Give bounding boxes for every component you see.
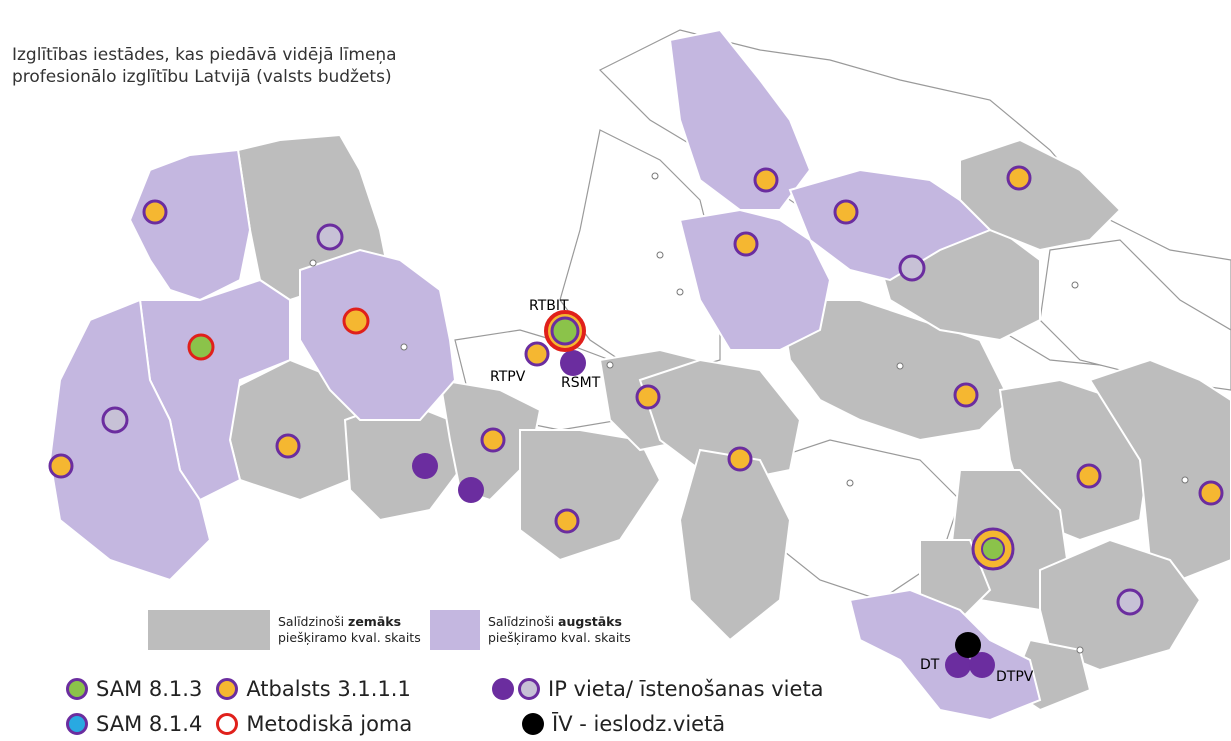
- atbalsts-marker: [953, 382, 979, 408]
- atbalsts-metod-marker: [342, 307, 370, 335]
- legend-low-pre: Salīdzinoši: [278, 614, 349, 629]
- ip-dark-marker: [458, 477, 484, 503]
- legend-row-1: SAM 8.1.3 Atbalsts 3.1.1.1: [66, 677, 411, 701]
- metod-legend-icon: [216, 713, 239, 735]
- legend-low-text: Salīdzinoši zemāks piešķiramo kval. skai…: [278, 614, 421, 646]
- legend-atbalsts-label: Atbalsts 3.1.1.1: [246, 677, 411, 701]
- ip-light-marker: [1116, 588, 1144, 616]
- legend-high-shade: Salīdzinoši augstāks piešķiramo kval. sk…: [430, 610, 631, 650]
- legend-row-1b: IP vieta/ īstenošanas vieta: [492, 677, 824, 701]
- title-line-2: profesionālo izglītību Latvijā (valsts b…: [12, 67, 392, 87]
- atbalsts-marker: [635, 384, 661, 410]
- atbalsts-marker: [833, 199, 859, 225]
- legend-high-bold: augstāks: [558, 614, 622, 629]
- atbalsts-marker: [142, 199, 168, 225]
- label-dt: DT: [920, 657, 940, 673]
- sam813-markers: [187, 307, 1015, 571]
- ip-light-marker: [898, 254, 926, 282]
- legend-high-pre: Salīdzinoši: [488, 614, 559, 629]
- label-rtbit: RTBIT: [529, 298, 569, 314]
- iv-marker: [955, 632, 981, 658]
- atbalsts-marker: [1006, 165, 1032, 191]
- atbalsts-marker: [1076, 463, 1102, 489]
- ip-light-marker: [101, 406, 129, 434]
- place-dots: [309, 172, 1189, 654]
- atbalsts-marker: [554, 508, 580, 534]
- label-dtpv: DTPV: [996, 669, 1034, 685]
- atbalsts-legend-icon: [216, 678, 239, 700]
- ip-dark-marker: [412, 453, 438, 479]
- legend-row-2b: ĪV - ieslodz.vietā: [522, 712, 725, 736]
- atbalsts-marker: [524, 341, 550, 367]
- atbalsts-marker: [48, 453, 74, 479]
- sam813-metod-marker: [187, 333, 215, 361]
- atbalsts-marker: [275, 433, 301, 459]
- label-rsmt: RSMT: [561, 375, 601, 391]
- atbalsts-markers: [48, 165, 1224, 534]
- ip-dark-marker: [560, 350, 586, 376]
- atbalsts-marker: [1198, 480, 1224, 506]
- legend-iv-label: ĪV - ieslodz.vietā: [552, 712, 726, 736]
- ip-dark-markers: [412, 350, 995, 678]
- legend-row-2: SAM 8.1.4 Metodiskā joma: [66, 712, 412, 736]
- map-title: Izglītības iestādes, kas piedāvā vidējā …: [12, 44, 532, 88]
- sam813-legend-icon: [66, 678, 88, 700]
- legend-low-bold: zemāks: [348, 614, 402, 629]
- legend-low-shade: Salīdzinoši zemāks piešķiramo kval. skai…: [148, 610, 421, 650]
- ip-dark-legend-icon: [492, 678, 514, 700]
- legend-high-swatch: [430, 610, 480, 650]
- legend-metod-label: Metodiskā joma: [246, 712, 413, 736]
- legend-high-text: Salīdzinoši augstāks piešķiramo kval. sk…: [488, 614, 631, 646]
- iv-legend-icon: [522, 713, 544, 735]
- atbalsts-marker: [727, 446, 753, 472]
- ip-dark-marker: [945, 652, 971, 678]
- title-line-1: Izglītības iestādes, kas piedāvā vidējā …: [12, 45, 397, 65]
- legend-sam814-label: SAM 8.1.4: [96, 712, 203, 736]
- atbalsts-marker: [733, 231, 759, 257]
- legend-ip-label: IP vieta/ īstenošanas vieta: [548, 677, 824, 701]
- ip-light-legend-icon: [518, 678, 540, 700]
- ip-dark-marker: [969, 652, 995, 678]
- ip-light-markers: [101, 223, 1144, 616]
- low-regions: [229, 133, 1231, 712]
- ip-light-marker: [316, 223, 344, 251]
- legend-low-line2: piešķiramo kval. skaits: [278, 630, 421, 645]
- atbalsts-marker: [480, 427, 506, 453]
- legend-high-line2: piešķiramo kval. skaits: [488, 630, 631, 645]
- map-labels: RTBIT RTPV RSMT DT DTPV: [490, 298, 1034, 685]
- sam813-double-ring-inner: [981, 537, 1005, 561]
- label-rtpv: RTPV: [490, 369, 526, 385]
- rtbit-mid-ring: [550, 316, 580, 346]
- legend-low-swatch: [148, 610, 270, 650]
- legend-sam813-label: SAM 8.1.3: [96, 677, 203, 701]
- sam814-legend-icon: [66, 713, 88, 735]
- atbalsts-marker: [753, 167, 779, 193]
- high-regions: [48, 28, 1042, 722]
